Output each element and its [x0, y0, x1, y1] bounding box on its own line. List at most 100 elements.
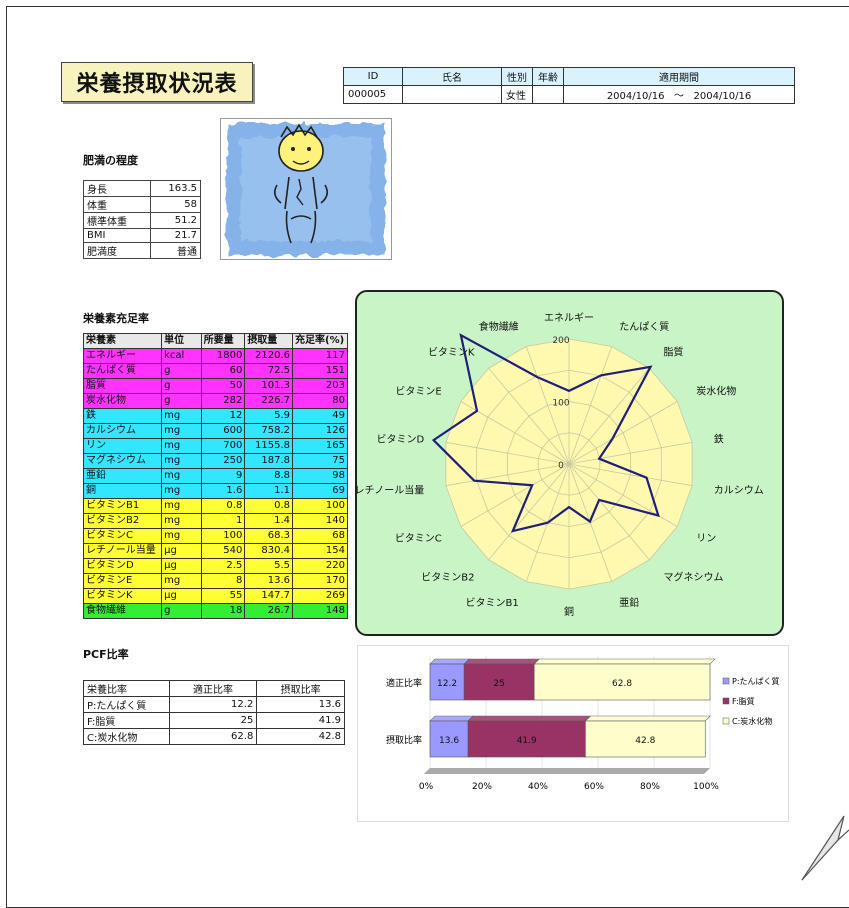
nutrient-rate: 203	[292, 378, 348, 394]
nutrient-intake: 226.7	[244, 393, 293, 409]
nutrient-unit: mg	[161, 468, 202, 484]
bar-x-tick-label: 100%	[693, 782, 719, 792]
bar-floor	[424, 768, 710, 774]
patient-period: 2004/10/16 〜 2004/10/16	[563, 85, 795, 104]
pcf-label: P:たんぱく質	[83, 696, 170, 713]
period-sep: 〜	[674, 91, 684, 102]
nutrient-req: 9	[200, 468, 246, 484]
nutrient-name: ビタミンK	[82, 588, 163, 604]
pcf-intake: 13.6	[256, 696, 345, 713]
nutrient-rate: 69	[292, 483, 348, 499]
nutrient-unit: g	[161, 378, 202, 394]
nutrient-intake: 13.6	[244, 573, 293, 589]
nutrient-rate: 148	[292, 603, 348, 619]
obesity-label: 身長	[83, 180, 151, 197]
nutrient-req: 12	[200, 408, 246, 424]
nutrient-name: 脂質	[82, 378, 163, 394]
patient-name	[402, 85, 502, 104]
pcf-col-proper: 適正比率	[168, 680, 258, 697]
bar-x-tick-label: 60%	[584, 782, 604, 792]
nutrient-intake: 68.3	[244, 528, 293, 544]
nutrient-name: 鉄	[82, 408, 163, 424]
nutrient-rate: 151	[292, 363, 348, 379]
bar-x-tick-label: 20%	[472, 782, 492, 792]
pcf-label: C:炭水化物	[83, 728, 170, 745]
nutrient-intake: 187.8	[244, 453, 293, 469]
nutrient-req: 55	[200, 588, 246, 604]
nutrient-col-rate: 充足率(%)	[292, 333, 348, 349]
nutrient-unit: mg	[161, 483, 202, 499]
nutrient-rate: 75	[292, 453, 348, 469]
radar-spoke	[568, 463, 650, 561]
pcf-section-title: PCF比率	[83, 648, 129, 661]
radar-category-label: ビタミンD	[377, 433, 425, 445]
bar-segment	[467, 720, 586, 758]
nutrient-rate: 126	[292, 423, 348, 439]
bar-category-label: 摂取比率	[386, 734, 422, 746]
nutrient-req: 18	[200, 603, 246, 619]
nutrient-intake: 5.9	[244, 408, 293, 424]
obesity-label: BMI	[83, 228, 151, 243]
obesity-label: 肥満度	[83, 242, 151, 259]
bar-segment-top	[533, 658, 716, 665]
radar-spoke	[488, 463, 570, 561]
bar-segment-top	[584, 715, 711, 722]
legend-swatch	[722, 717, 730, 725]
radar-category-label: 食物繊維	[479, 320, 519, 333]
nutrient-name: レチノール当量	[82, 543, 163, 559]
radar-tick-label: 0	[558, 461, 564, 471]
nutrient-unit: mg	[161, 498, 202, 514]
nutrient-name: ビタミンE	[82, 573, 163, 589]
nutrient-req: 600	[200, 423, 246, 439]
bar-x-tick-label: 0%	[419, 782, 434, 792]
radar-tick-label: 200	[552, 336, 569, 346]
nutrient-name: ビタミンD	[82, 558, 163, 574]
nutrient-col-unit: 単位	[161, 333, 202, 349]
radar-spoke	[460, 463, 570, 527]
legend-swatch	[722, 697, 730, 705]
bar-segment	[585, 720, 706, 758]
radar-chart: 0100200エネルギーたんぱく質脂質炭水化物鉄カルシウムリンマグネシウム亜鉛銅…	[357, 312, 764, 618]
nutrient-name: 食物繊維	[82, 603, 163, 619]
radar-spoke	[568, 401, 678, 465]
bar-data-label: 25	[493, 679, 504, 689]
nutrient-rate: 80	[292, 393, 348, 409]
nutrient-rate: 100	[292, 498, 348, 514]
obesity-section-title: 肥満の程度	[83, 154, 138, 167]
legend-label: F:脂質	[732, 696, 755, 706]
radar-category-label: リン	[696, 534, 716, 545]
nutrient-unit: g	[161, 393, 202, 409]
nutrient-intake: 1155.8	[244, 438, 293, 454]
nutrient-section-title: 栄養素充足率	[83, 312, 149, 325]
obesity-value: 51.2	[149, 212, 202, 229]
nutrient-req: 8	[200, 573, 246, 589]
nutrient-rate: 220	[292, 558, 348, 574]
bar-data-label: 41.9	[517, 736, 537, 746]
bar-data-label: 12.2	[437, 679, 457, 689]
pcf-intake: 42.8	[256, 728, 345, 745]
nutrient-col-name: 栄養素	[82, 333, 163, 349]
nutrient-intake: 1.1	[244, 483, 293, 499]
nutrient-rate: 154	[292, 543, 348, 559]
radar-category-label: ビタミンK	[428, 346, 475, 358]
col-name: 氏名	[402, 67, 502, 86]
pcf-proper: 25	[168, 712, 258, 729]
radar-tick-label: 100	[552, 399, 569, 409]
bar-segment	[429, 663, 465, 701]
radar-spoke	[525, 346, 570, 465]
nutrient-unit: g	[161, 603, 202, 619]
nutrient-name: 亜鉛	[82, 468, 163, 484]
